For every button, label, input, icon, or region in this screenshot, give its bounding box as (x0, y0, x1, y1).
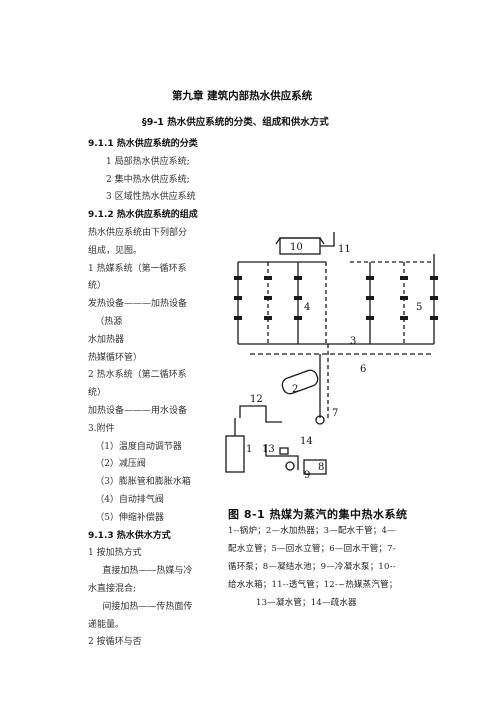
legend-line: 给水水箱；11--透气管；12-~热媒蒸汽管； (228, 580, 398, 590)
body-line: （热源 (95, 317, 123, 327)
body-line: 1 按加热方式 (88, 548, 142, 559)
body-line: 组成，见图。 (88, 245, 143, 256)
figure-label-13: 13 (262, 444, 275, 455)
body-line: 水加热器 (88, 334, 125, 345)
body-line: 水直接混合; (88, 584, 137, 594)
body-line: 热媒循环管） (88, 352, 143, 363)
left-column-text: 9.1.1 热水供应系统的分类 1 局部热水供应系统; 2 集中热水供应系统; 3 区… (88, 136, 218, 656)
body-line: （1）温度自动调节器 (95, 441, 182, 452)
body-line: 统） (88, 281, 107, 292)
condensate-pump (285, 461, 295, 471)
body-line: （4）自动排气阀 (95, 495, 164, 505)
figure-label-10: 10 (290, 242, 303, 253)
body-line: （3）膨胀管和膨胀水箱 (95, 477, 191, 488)
body-line: 直接加热——热媒与冷 (102, 566, 193, 577)
figure-label-9: 9 (304, 470, 310, 481)
figure-label-2: 2 (292, 384, 298, 395)
legend-line: 配水立管；5—回水立管；6—回水干管；7- (228, 544, 396, 554)
figure-label-8: 8 (318, 462, 324, 473)
body-line: 发热设备———加热设备 (88, 299, 188, 310)
subsection-heading: 9.1.3 热水供水方式 (88, 530, 171, 541)
legend-line: 循环泵；8—凝结水池；9—冷凝水泵；10-- (228, 562, 396, 572)
body-line: 统） (88, 388, 107, 399)
body-line: 间接加热——传热面传 (102, 601, 193, 612)
chapter-title: 第九章 建筑内部热水供应系统 (172, 90, 313, 102)
legend-line: 1--锅炉；2—水加热器；3—配水干管；4— (228, 526, 396, 536)
section-title: §9-1 热水供应系统的分类、组成和供水方式 (142, 117, 329, 128)
tank-roof (275, 237, 325, 245)
figure-label-11: 11 (338, 244, 351, 255)
hot-water-system-diagram: 10 11 4 5 3 6 2 12 7 14 1 13 98 (225, 232, 438, 481)
body-line: 1 局部热水供应系统; (106, 156, 190, 167)
body-line: （5）伸缩补偿器 (95, 512, 164, 523)
body-line: 3.附件 (88, 423, 115, 434)
boiler (225, 435, 245, 473)
body-line: 2 按循环与否 (88, 637, 142, 648)
subsection-heading: 9.1.1 热水供应系统的分类 (88, 139, 198, 149)
body-line: 3 区域性热水供应系统 (106, 192, 196, 203)
figure-label-12: 12 (250, 394, 263, 405)
condensate-tank (303, 459, 327, 475)
body-line: 热水供应系统由下列部分 (88, 228, 188, 238)
body-line: 递能量。 (88, 619, 125, 630)
figure-caption-title: 图 8-1 热媒为蒸汽的集中热水系统 (228, 508, 408, 521)
body-line: 2 集中热水供应系统; (106, 174, 190, 185)
figure-label-1: 1 (246, 444, 252, 455)
figure-label-4: 4 (304, 302, 310, 313)
figure-label-5: 5 (416, 302, 422, 313)
steam-trap (279, 447, 289, 455)
water-heater (281, 369, 319, 395)
body-line: 1 热媒系统（第一循环系 (88, 263, 187, 274)
body-line: （2）减压阀 (95, 459, 146, 470)
condensate-pipe (265, 444, 299, 470)
figure-label-7: 7 (332, 408, 338, 419)
figure-label-6: 6 (360, 364, 366, 375)
vent-pipe (320, 232, 335, 247)
figure-label-14: 14 (300, 436, 313, 447)
circulation-pump (315, 415, 325, 425)
steam-pipe (239, 405, 282, 423)
body-line: 2 热水系统（第二循环系 (88, 370, 187, 381)
legend-line: 13—凝水管；14—疏水器 (256, 598, 357, 608)
body-line: 加热设备———用水设备 (88, 406, 188, 416)
figure-label-3: 3 (350, 336, 356, 347)
subsection-heading: 9.1.2 热水供应系统的组成 (88, 210, 198, 221)
